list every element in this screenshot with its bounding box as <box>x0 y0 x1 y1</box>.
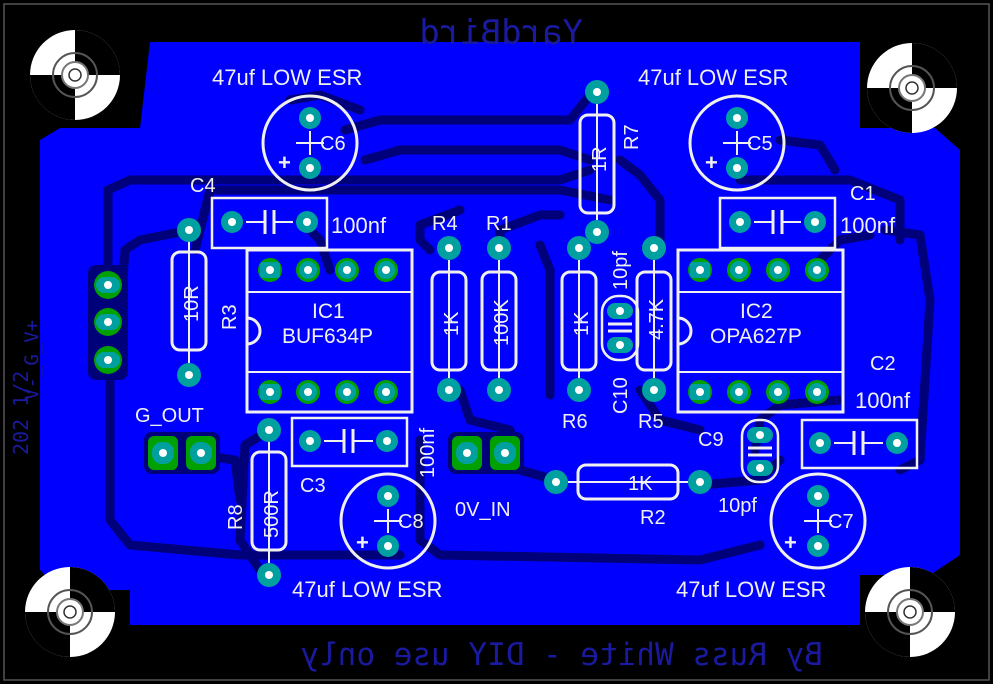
capacitor-c1: C1 100nf <box>718 183 896 250</box>
resistor-r6: 1K R6 <box>560 236 598 433</box>
r2-value: 1K <box>628 473 653 495</box>
top-mirror-text-group: YardBird By Russ White - DIY use only <box>300 13 823 673</box>
ic1-ref: IC1 <box>312 300 345 323</box>
r3-value: 10R <box>181 285 203 322</box>
capacitor-c10: C10 10pf <box>600 251 640 414</box>
c1-ref: C1 <box>850 183 876 205</box>
capacitor-c5: + C5 47uf LOW ESR <box>638 65 788 192</box>
author-label: By Russ White - DIY use only <box>300 637 823 673</box>
plus-mark: + <box>356 530 369 555</box>
plus-mark: + <box>705 150 718 175</box>
capacitor-c7: + C7 47uf LOW ESR <box>676 472 867 602</box>
c9-ref: C9 <box>698 429 724 451</box>
output-label: G_OUT <box>135 405 204 427</box>
c2-ref: C2 <box>870 353 896 375</box>
resistor-r4: 1K R4 <box>430 213 468 402</box>
power-label-group: V-_G_V+ <box>21 320 43 400</box>
r6-ref: R6 <box>562 411 588 433</box>
c3-value: 100nf <box>417 428 439 478</box>
resistor-r8: 500R R8 <box>225 418 288 587</box>
c10-value: 10pf <box>610 251 632 290</box>
c6-value: 47uf LOW ESR <box>212 65 362 90</box>
resistor-r5: 4.7K R5 <box>635 236 673 433</box>
input-connector: 0V_IN <box>448 432 524 521</box>
c7-value: 47uf LOW ESR <box>676 577 826 602</box>
r4-value: 1K <box>441 311 463 336</box>
yardbird-label: YardBird <box>419 13 583 53</box>
r7-ref: R7 <box>621 124 643 150</box>
mounting-hole-bottom-left <box>25 567 115 657</box>
c3-ref: C3 <box>300 475 326 497</box>
r3-ref: R3 <box>219 304 241 330</box>
c8-value: 47uf LOW ESR <box>292 577 442 602</box>
c4-value: 100nf <box>331 213 387 238</box>
plus-mark: + <box>278 150 291 175</box>
resistor-r3: 10R R3 <box>170 218 241 387</box>
c6-ref: C6 <box>320 133 346 155</box>
r4-ref: R4 <box>432 213 458 235</box>
resistor-r1: 100K R1 <box>480 213 518 402</box>
board-outline <box>3 3 990 681</box>
c5-ref: C5 <box>747 133 773 155</box>
capacitor-c4: C4 100nf <box>190 175 387 250</box>
power-connector <box>88 265 128 380</box>
side-text-group: 202 1/2 <box>9 371 33 455</box>
ic2-value: OPA627P <box>710 325 802 348</box>
r8-value: 500R <box>261 490 283 538</box>
capacitor-c8: + C8 47uf LOW ESR <box>292 472 442 602</box>
c1-value: 100nf <box>840 213 896 238</box>
output-connector: G_OUT <box>135 405 220 474</box>
capacitor-c9: C9 10pf <box>698 418 780 517</box>
r5-ref: R5 <box>638 411 664 433</box>
capacitor-c2: C2 100nf <box>800 353 919 470</box>
r8-ref: R8 <box>225 504 247 530</box>
c4-ref: C4 <box>190 175 216 197</box>
r6-value: 1K <box>571 311 593 336</box>
ic1-buf634p: IC1 BUF634P <box>245 248 414 414</box>
r7-value: 1R <box>589 146 611 172</box>
r1-value: 100K <box>491 299 513 346</box>
c9-value: 10pf <box>718 495 757 517</box>
c8-ref: C8 <box>398 511 424 533</box>
c5-value: 47uf LOW ESR <box>638 65 788 90</box>
power-pin-label: V-_G_V+ <box>21 320 43 400</box>
ic2-opa627p: IC2 OPA627P <box>676 248 845 414</box>
resistor-r2: 1K R2 <box>544 463 712 529</box>
r1-ref: R1 <box>486 213 512 235</box>
resistor-r7: 1R R7 <box>578 80 643 244</box>
mounting-hole-top-left <box>30 30 120 120</box>
ic2-ref: IC2 <box>740 300 773 323</box>
capacitor-c3: C3 100nf <box>290 416 439 497</box>
c2-value: 100nf <box>855 388 911 413</box>
traces <box>90 90 935 575</box>
capacitor-c6: + C6 47uf LOW ESR <box>212 65 362 192</box>
r5-value: 4.7K <box>646 298 668 340</box>
c7-ref: C7 <box>828 511 854 533</box>
r2-ref: R2 <box>640 507 666 529</box>
side-code-label: 202 1/2 <box>9 371 33 455</box>
mounting-hole-top-right <box>867 43 957 133</box>
plus-mark: + <box>784 530 797 555</box>
c10-ref: C10 <box>610 377 632 414</box>
mounting-hole-bottom-right <box>865 567 955 657</box>
ic1-value: BUF634P <box>282 325 373 348</box>
input-label: 0V_IN <box>455 499 511 521</box>
